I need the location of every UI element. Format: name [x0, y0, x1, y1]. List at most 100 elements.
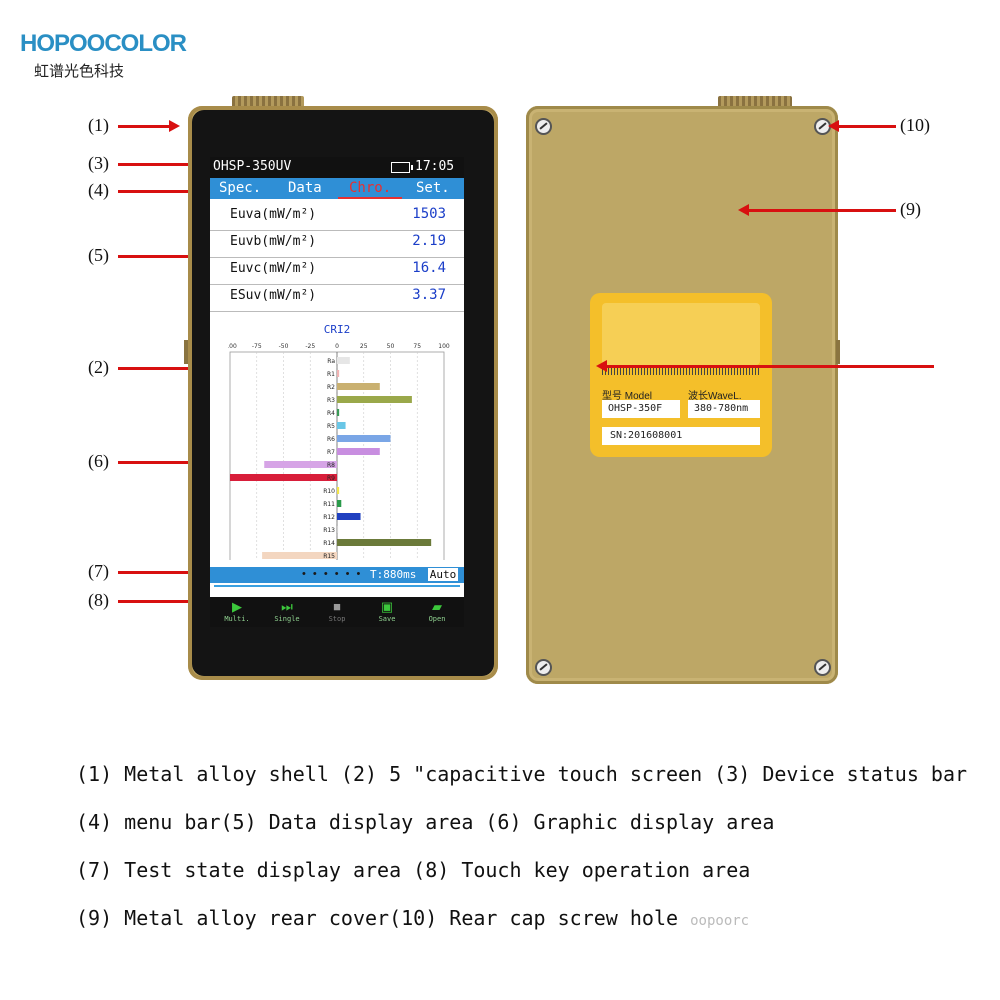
callout-10: (10) — [900, 115, 930, 135]
screw-icon — [814, 659, 831, 676]
callout-8: (8) — [88, 590, 109, 610]
single-button[interactable]: ⏭ Single — [262, 597, 312, 627]
stop-icon: ■ — [333, 599, 341, 614]
device-status-bar: OHSP-350UV 17:05 — [210, 157, 464, 178]
bar — [337, 513, 361, 520]
data-label: Euva(mW/m²) — [230, 207, 317, 222]
bar — [337, 487, 340, 494]
category-label: R9 — [327, 475, 335, 482]
callout-3: (3) — [88, 153, 109, 173]
arrow-10 — [828, 120, 896, 132]
clock: 17:05 — [415, 159, 455, 174]
progress-line — [214, 585, 460, 587]
data-row: Euvb(mW/m²) 2.19 — [210, 230, 464, 258]
bar — [337, 422, 346, 429]
caption-line: (4) menu bar(5) Data display area (6) Gr… — [76, 810, 775, 834]
model-value: OHSP-350F — [602, 400, 680, 418]
category-label: R15 — [323, 553, 335, 560]
bar — [337, 370, 340, 377]
tick-label: -50 — [279, 343, 289, 350]
bar — [337, 448, 380, 455]
arrow-9 — [738, 204, 896, 216]
folder-icon: ▰ — [432, 599, 442, 614]
data-value: 16.4 — [412, 260, 446, 276]
category-label: R4 — [327, 410, 335, 417]
tick-label: 25 — [360, 343, 368, 350]
tick-label: -25 — [305, 343, 315, 350]
test-state-bar: • • • • • • T:880ms Auto — [210, 567, 464, 583]
arrow-4 — [118, 185, 208, 197]
wavelength-caption: 波长WaveL. — [688, 391, 742, 402]
bar — [337, 526, 339, 533]
open-button[interactable]: ▰ Open — [412, 597, 462, 627]
category-label: R7 — [327, 449, 335, 456]
category-label: R2 — [327, 384, 335, 391]
product-label: 型号 Model 波长WaveL. OHSP-350F 380-780nm SN… — [590, 293, 772, 457]
category-label: R1 — [327, 371, 335, 378]
tab-spec[interactable]: Spec. — [219, 180, 262, 196]
brand-subtitle: 虹谱光色科技 — [34, 62, 125, 80]
category-label: R11 — [323, 501, 335, 508]
bar — [337, 396, 412, 403]
bar — [337, 435, 391, 442]
progress-dots: • • • • • • — [302, 568, 363, 580]
key-label: Single — [274, 615, 300, 623]
data-row: Euva(mW/m²) 1503 — [210, 203, 464, 231]
arrow-6 — [118, 456, 208, 468]
key-label: Save — [378, 615, 396, 623]
caption-text: (9) Metal alloy rear cover(10) Rear cap … — [76, 906, 679, 930]
callout-1: (1) — [88, 115, 109, 135]
tab-set[interactable]: Set. — [416, 180, 450, 196]
data-row: ESuv(mW/m²) 3.37 — [210, 284, 464, 312]
arrow-7 — [118, 566, 208, 578]
skip-icon: ⏭ — [281, 599, 293, 614]
multi-button[interactable]: ▶ Multi. — [212, 597, 262, 627]
serial-number: SN:201608001 — [602, 427, 760, 445]
screw-icon — [535, 659, 552, 676]
arrow-8 — [118, 595, 208, 607]
play-icon: ▶ — [232, 599, 242, 614]
tick-label: 75 — [413, 343, 421, 350]
stop-button[interactable]: ■ Stop — [312, 597, 362, 627]
key-label: Stop — [328, 615, 346, 623]
category-label: R12 — [323, 514, 335, 521]
integration-time: T:880ms — [370, 568, 417, 581]
tick-label: 0 — [335, 343, 339, 350]
save-icon: ▣ — [380, 599, 394, 614]
bar — [264, 461, 337, 468]
brand-logo: HOPOOCOLOR — [20, 30, 187, 57]
save-button[interactable]: ▣ Save — [362, 597, 412, 627]
bar — [337, 409, 340, 416]
battery-icon — [391, 162, 413, 173]
tick-label: 100 — [438, 343, 450, 350]
bar — [337, 539, 432, 546]
callout-6: (6) — [88, 451, 109, 471]
barcode — [602, 367, 760, 375]
data-value: 1503 — [412, 206, 446, 222]
touch-key-area: ▶ Multi. ⏭ Single ■ Stop ▣ Save ▰ Open — [210, 597, 464, 627]
device-model: OHSP-350UV — [213, 159, 292, 174]
arrow-label — [596, 360, 934, 372]
category-label: Ra — [327, 358, 335, 365]
callout-7: (7) — [88, 561, 109, 581]
screw-icon — [535, 118, 552, 135]
category-label: R3 — [327, 397, 335, 404]
bar — [337, 357, 350, 364]
auto-mode-button[interactable]: Auto — [428, 568, 458, 581]
touch-screen[interactable]: OHSP-350UV 17:05 Spec. Data Chro. Set. E… — [210, 157, 464, 627]
data-label: ESuv(mW/m²) — [230, 288, 317, 303]
callout-2: (2) — [88, 357, 109, 377]
caption-line: (7) Test state display area (8) Touch ke… — [76, 858, 751, 882]
tab-data[interactable]: Data — [288, 180, 322, 196]
arrow-3 — [118, 158, 208, 170]
arrow-5 — [118, 250, 208, 262]
side-button-rear — [836, 340, 840, 364]
data-value: 3.37 — [412, 287, 446, 303]
category-label: R5 — [327, 423, 335, 430]
bar — [230, 474, 337, 481]
caption-line: (1) Metal alloy shell (2) 5 "capacitive … — [76, 762, 968, 786]
category-label: R10 — [323, 488, 335, 495]
bar — [262, 552, 337, 559]
category-label: R8 — [327, 462, 335, 469]
tab-chro[interactable]: Chro. — [349, 180, 392, 196]
